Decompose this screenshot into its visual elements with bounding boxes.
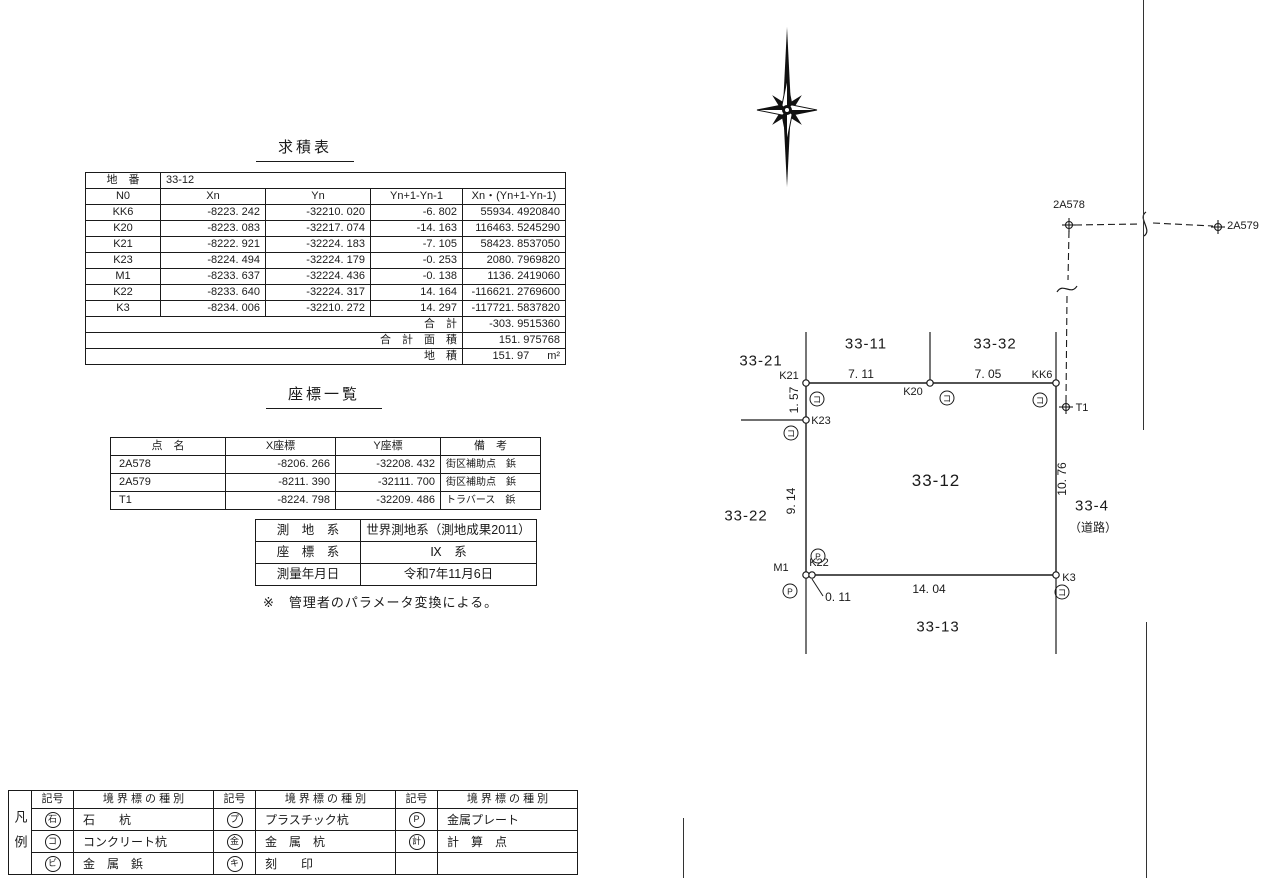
land-area-value: 151. 97 bbox=[492, 350, 530, 362]
land-area-label: 地 積 bbox=[85, 348, 463, 365]
table-row: ココンクリート杭金金 属 杭計計 算 点 bbox=[31, 830, 578, 853]
point-marker-k20 bbox=[926, 379, 934, 387]
legend-symbol: ビ bbox=[44, 855, 61, 872]
point-label-k21: K21 bbox=[779, 370, 799, 382]
point-label-2a579: 2A579 bbox=[1227, 220, 1259, 232]
legend-table: 記号 境 界 標 の 種 別 記号 境 界 標 の 種 別 記号 境 界 標 の… bbox=[31, 790, 578, 875]
metal-plate-symbol: P bbox=[810, 548, 826, 564]
legend: 凡例 記号 境 界 標 の 種 別 記号 境 界 標 の 種 別 記号 境 界 … bbox=[8, 790, 578, 875]
distance-label-7-05: 7. 05 bbox=[974, 367, 1002, 381]
point-marker-k22 bbox=[808, 571, 816, 579]
point-label-m1: M1 bbox=[773, 562, 789, 574]
concrete-stake-symbol: コ bbox=[809, 391, 825, 407]
point-label-2a578: 2A578 bbox=[1053, 199, 1085, 211]
boundary-point-markers bbox=[802, 379, 1060, 579]
distance-label-9-14: 9. 14 bbox=[784, 487, 798, 515]
distance-label-10-76: 10. 76 bbox=[1055, 462, 1069, 496]
parcel-label-33-13: 33-13 bbox=[916, 618, 960, 636]
adjacent-boundary-lines bbox=[741, 332, 1057, 654]
legend-symbol: プ bbox=[226, 811, 243, 828]
legend-symbol: キ bbox=[226, 855, 243, 872]
parcel-label-33-4: 33-4 bbox=[1074, 497, 1110, 515]
parcel-label-33-11: 33-11 bbox=[844, 335, 888, 353]
distance-label-0-11: 0. 11 bbox=[825, 590, 851, 604]
coord-table-title: 座標一覧 bbox=[266, 383, 383, 409]
parcel-label-33-21: 33-21 bbox=[739, 352, 783, 370]
legend-symbol: 石 bbox=[44, 811, 61, 828]
boundary-lines bbox=[805, 382, 1057, 576]
fold-line bbox=[1146, 622, 1147, 878]
point-marker-k3 bbox=[1052, 571, 1060, 579]
leader-line-0-11 bbox=[811, 578, 824, 597]
table-row: 測 地 系世界測地系（測地成果2011） bbox=[255, 519, 537, 542]
parcel-label-33-22: 33-22 bbox=[724, 507, 768, 525]
concrete-stake-symbol: コ bbox=[783, 425, 799, 441]
break-symbol bbox=[1142, 211, 1148, 237]
parameter-note: ※ 管理者のパラメータ変換による。 bbox=[263, 595, 499, 610]
metal-plate-symbol: P bbox=[782, 583, 798, 599]
concrete-stake-symbol: コ bbox=[939, 390, 955, 406]
legend-symbol: 金 bbox=[226, 833, 243, 850]
survey-plot bbox=[741, 211, 1225, 654]
point-marker-2a578 bbox=[1062, 218, 1076, 232]
table-row: 測量年月日令和7年11月6日 bbox=[255, 563, 537, 586]
area-table-title: 求積表 bbox=[256, 136, 355, 162]
point-marker-t1 bbox=[1059, 400, 1073, 414]
point-label-k3: K3 bbox=[1062, 572, 1076, 584]
point-marker-2a579 bbox=[1211, 220, 1225, 234]
area-calculation-table: 地 番 33-12 N0 Xn Yn Yn+1-Yn-1 Xn・(Yn+1-Yn… bbox=[85, 172, 567, 365]
point-label-t1: T1 bbox=[1075, 402, 1089, 414]
point-label-kk6: KK6 bbox=[1031, 369, 1053, 381]
table-row: ビ金 属 鋲キ刻 印 bbox=[31, 852, 578, 875]
distance-label-1-57: 1. 57 bbox=[787, 386, 801, 414]
point-label-k20: K20 bbox=[903, 386, 923, 398]
point-marker-k21 bbox=[802, 379, 810, 387]
legend-symbol: P bbox=[408, 811, 425, 828]
concrete-stake-symbol: コ bbox=[1032, 392, 1048, 408]
fold-line bbox=[1143, 0, 1144, 430]
north-compass-icon bbox=[756, 27, 818, 187]
distance-label-14-04: 14. 04 bbox=[912, 582, 946, 596]
parcel-label-33-12: 33-12 bbox=[911, 471, 961, 490]
reference-dashed-lines bbox=[1065, 222, 1214, 402]
land-area-unit: m² bbox=[547, 350, 561, 362]
concrete-stake-symbol: コ bbox=[1054, 584, 1070, 600]
point-marker-k23 bbox=[802, 416, 810, 424]
parcel-label-33-32: 33-32 bbox=[973, 335, 1017, 353]
break-symbol bbox=[1056, 285, 1078, 293]
land-area-row: 地 積 151. 97 m² bbox=[85, 348, 567, 365]
legend-symbol: 計 bbox=[408, 833, 425, 850]
parcel-label-33-4-road: （道路） bbox=[1068, 520, 1118, 535]
traverse-point-markers bbox=[1059, 218, 1225, 414]
point-marker-kk6 bbox=[1052, 379, 1060, 387]
distance-label-7-11: 7. 11 bbox=[848, 367, 874, 381]
fold-line bbox=[683, 818, 684, 878]
point-label-k23: K23 bbox=[811, 415, 831, 427]
coordinate-list-table: 点 名 X座標 Y座標 備 考 2A578-8206. 266-32208. 4… bbox=[110, 437, 541, 510]
line-break-symbols bbox=[1056, 211, 1148, 293]
legend-symbol: コ bbox=[44, 833, 61, 850]
